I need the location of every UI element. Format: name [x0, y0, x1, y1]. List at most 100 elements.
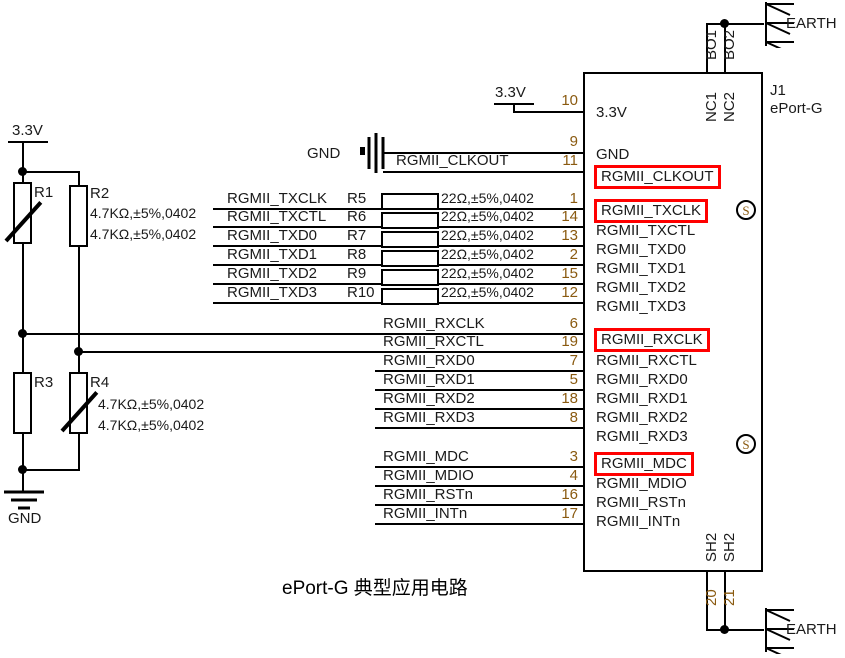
ic-pinname-rgmii-rxd1: RGMII_RXD1: [596, 390, 688, 407]
pin-number-4: 4: [569, 467, 578, 484]
value-r7: 22Ω,±5%,0402: [441, 227, 534, 243]
ic-pin-label-nc1: NC1: [703, 91, 720, 122]
ic-pin-top-wire-bo1: BO1: [703, 29, 720, 60]
resistor-r5-body[interactable]: [381, 193, 439, 210]
ic-eport-g-body[interactable]: [583, 72, 763, 572]
wire-rgmii-intn: [375, 523, 583, 525]
cap-gnd-label: GND: [307, 145, 341, 162]
netlabel-rgmii-rxd0: RGMII_RXD0: [383, 352, 475, 369]
wire-3v3-left-bar: [8, 141, 48, 143]
pin-number-2: 2: [569, 246, 578, 263]
wire-earth-bottom-horizontal: [706, 629, 764, 631]
wire-bo2-vertical: [724, 23, 726, 72]
wire-rgmii-rxd3: [375, 427, 583, 429]
wire-sh2a-vertical: [706, 572, 708, 630]
refdes-r7: R7: [347, 227, 367, 244]
pin-number-3: 3: [569, 448, 578, 465]
netlabel-rgmii-mdc: RGMII_MDC: [383, 448, 469, 465]
wire-gnd-drop: [22, 469, 24, 491]
ic-pin-bottom-number-21: 21: [721, 589, 738, 606]
netlabel-rgmii-rxd1: RGMII_RXD1: [383, 371, 475, 388]
ic-part-name: ePort-G: [770, 100, 823, 117]
wire-tx-right-2: [439, 226, 583, 228]
resistor-r10-body[interactable]: [381, 288, 439, 305]
ic-pinname-rgmii-txclk: RGMII_TXCLK: [594, 199, 709, 223]
pin-number-5: 5: [569, 371, 578, 388]
ic-pin-bottom-label-sh2-b: SH2: [721, 532, 738, 562]
ic-pinname-rgmii-mdc: RGMII_MDC: [594, 452, 694, 476]
netlabel-rgmii-rxclk: RGMII_RXCLK: [383, 315, 485, 332]
wire-r2-bottom-lead: [78, 247, 80, 351]
netlabel-rgmii-txd3: RGMII_TXD3: [227, 284, 318, 301]
pin-number-17: 17: [561, 505, 578, 522]
wire-rgmii-clkout: [383, 171, 583, 173]
earth-symbol-bottom: [765, 608, 794, 654]
wire-rgmii-mdio: [375, 485, 583, 487]
resistor-r2-refdes: R2: [90, 185, 110, 202]
ic-pin-label-nc2: NC2: [721, 91, 738, 122]
wire-tx-left-3: [213, 245, 381, 247]
resistor-r2-value-line2: 4.7KΩ,±5%,0402: [90, 226, 197, 242]
pin-number-13: 13: [561, 227, 578, 244]
resistor-r2-body[interactable]: [69, 185, 88, 247]
value-r8: 22Ω,±5%,0402: [441, 246, 534, 262]
resistor-r7-body[interactable]: [381, 231, 439, 248]
pin-number-8: 8: [569, 409, 578, 426]
ic-pin-bottom-label-sh2-a: SH2: [703, 532, 720, 562]
pin-number-6: 6: [569, 315, 578, 332]
junction-earth-bottom: [720, 625, 729, 634]
pin-number-15: 15: [561, 265, 578, 282]
gnd-label: GND: [8, 510, 42, 527]
ic-pinname-rgmii-rxd3: RGMII_RXD3: [596, 428, 688, 445]
ic-pinname-rgmii-txctl: RGMII_TXCTL: [596, 222, 696, 239]
ic-pinname-rgmii-txd1: RGMII_TXD1: [596, 260, 687, 277]
resistor-r9-body[interactable]: [381, 269, 439, 286]
ic-pinname-rgmii-rstn: RGMII_RSTn: [596, 494, 687, 511]
wire-r4-bottom-lead: [78, 434, 80, 470]
wire-tx-left-2: [213, 226, 381, 228]
wire-gnd-rail: [22, 469, 80, 471]
diagram-caption: ePort-G 典型应用电路: [282, 578, 468, 599]
ic-pin-bottom-number-20: 20: [703, 589, 720, 606]
wire-3v3-left-branch: [22, 171, 80, 173]
netlabel-rgmii-txd1: RGMII_TXD1: [227, 246, 318, 263]
netlabel-rgmii-intn: RGMII_INTn: [383, 505, 468, 522]
wire-r3-top-lead: [22, 333, 24, 372]
resistor-r2-value-line1: 4.7KΩ,±5%,0402: [90, 205, 197, 221]
ic-pinname-rgmii-txd0: RGMII_TXD0: [596, 241, 687, 258]
wire-r3-bottom-lead: [22, 434, 24, 470]
netlabel-rgmii-rxctl: RGMII_RXCTL: [383, 333, 484, 350]
earth-top-label: EARTH: [786, 15, 837, 32]
ic-pinname-rgmii-clkout: RGMII_CLKOUT: [594, 165, 721, 189]
ic-pin-top-wire-bo2: BO2: [721, 29, 738, 60]
pin-number-16: 16: [561, 486, 578, 503]
wire-tx-right-6: [439, 302, 583, 304]
resistor-r6-body[interactable]: [381, 212, 439, 229]
netlabel-rgmii-clkout: RGMII_CLKOUT: [396, 152, 509, 169]
wire-3v3-mid-drop: [513, 103, 515, 113]
resistor-r4-refdes: R4: [90, 374, 110, 391]
netlabel-rgmii-txd0: RGMII_TXD0: [227, 227, 318, 244]
s-marker-icon-txclk: S: [736, 200, 756, 220]
wire-rgmii-rxd0: [375, 370, 583, 372]
wire-tx-left-1: [213, 208, 381, 210]
ic-pinname-rgmii-intn: RGMII_INTn: [596, 513, 681, 530]
resistor-r4-value-line2: 4.7KΩ,±5%,0402: [98, 417, 205, 433]
ic-pinname-rgmii-rxd0: RGMII_RXD0: [596, 371, 688, 388]
resistor-r8-body[interactable]: [381, 250, 439, 267]
ic-pinname-3v3: 3.3V: [596, 104, 627, 121]
earth-symbol-top: [765, 2, 794, 48]
ic-pinname-gnd: GND: [596, 146, 630, 163]
wire-tx-right-3: [439, 245, 583, 247]
pin-number-19: 19: [561, 333, 578, 350]
wire-tx-left-5: [213, 283, 381, 285]
wire-rgmii-rxctl: [78, 351, 583, 353]
earth-bottom-label: EARTH: [786, 621, 837, 638]
resistor-r3-body[interactable]: [13, 372, 32, 434]
wire-rgmii-rxclk: [22, 333, 583, 335]
resistor-r1-refdes: R1: [34, 184, 54, 201]
ic-designator: J1: [770, 82, 786, 99]
ground-symbol-icon: [4, 490, 44, 510]
s-marker-icon-mdc: S: [736, 434, 756, 454]
